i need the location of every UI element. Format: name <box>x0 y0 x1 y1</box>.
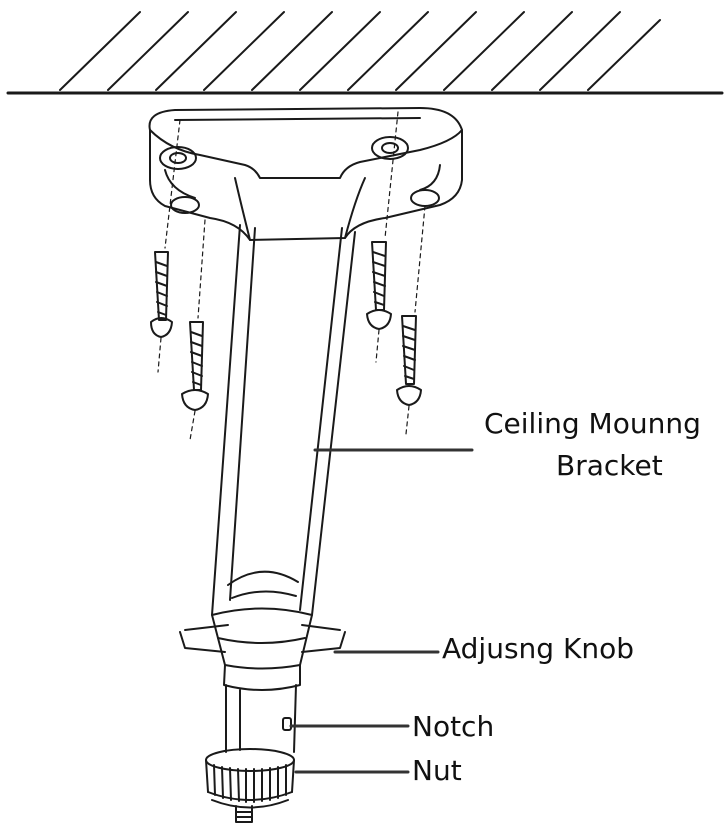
ceiling-mounting-label: Ceiling Mounng <box>484 407 701 440</box>
ceiling-hatching <box>59 11 661 91</box>
bracket-arm <box>211 224 356 616</box>
notch-label: Notch <box>412 710 495 743</box>
mounting-plate <box>148 107 463 241</box>
nut <box>205 748 295 823</box>
lower-tube <box>225 684 297 753</box>
screw-2 <box>181 219 209 441</box>
bracket-label: Bracket <box>556 449 663 482</box>
adjusting-knob <box>179 607 346 691</box>
adjusting-knob-label: Adjusng Knob <box>442 632 634 665</box>
screw-3 <box>366 111 399 363</box>
screw-1 <box>150 119 181 373</box>
screw-4 <box>396 205 426 435</box>
nut-label: Nut <box>412 754 462 787</box>
